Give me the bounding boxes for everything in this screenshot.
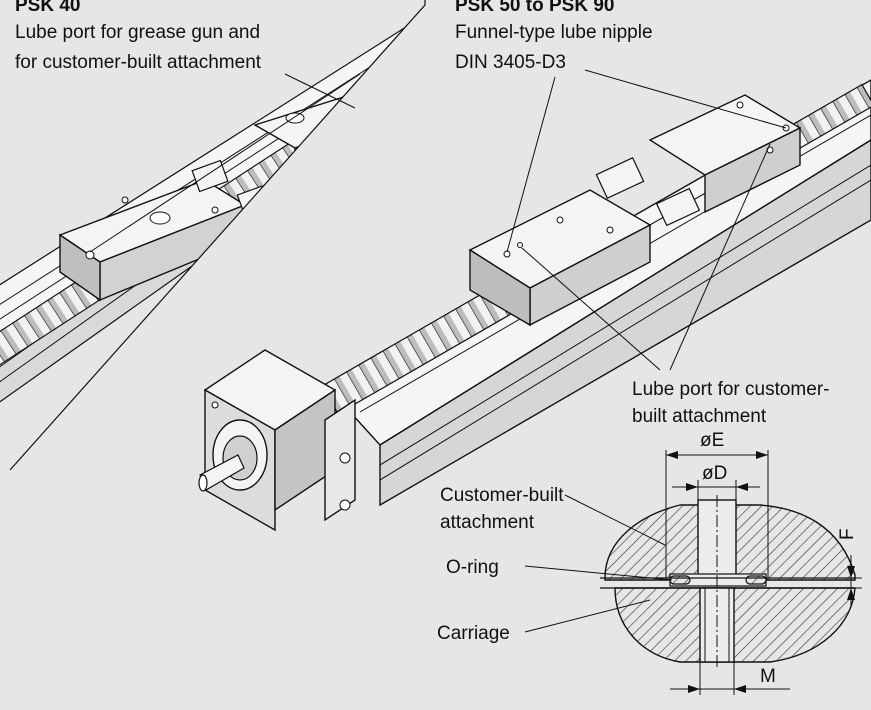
carriage-label: Carriage (437, 623, 510, 644)
leader-nipple-front (506, 76, 556, 253)
psk50-carriage-front (468, 189, 652, 327)
carriage-section (614, 587, 856, 663)
psk5090-caption-line2: DIN 3405-D3 (455, 52, 566, 73)
oring-left (669, 575, 691, 585)
lube-port-caption-line1: Lube port for customer- (632, 379, 830, 400)
leader-nipple-rear (584, 69, 787, 129)
leader-lube-port-rear (669, 143, 771, 371)
leader-psk40-front-port (89, 73, 361, 253)
motor-mount-block (203, 349, 356, 532)
leader-customer-attachment (564, 494, 666, 546)
psk5090-caption-line1: Funnel-type lube nipple (455, 22, 653, 43)
customer-attachment-label-line1: Customer-built (440, 485, 564, 506)
psk40-heading: PSK 40 (15, 0, 81, 16)
dimension-f-label: F (837, 528, 858, 540)
leader-psk40-rear-port (284, 73, 356, 109)
psk50-carriage-rear (648, 94, 802, 214)
leader-oring (524, 565, 673, 581)
lube-port-section (600, 450, 862, 695)
leader-lines (89, 69, 787, 633)
oring-label: O-ring (446, 557, 499, 578)
psk5090-heading: PSK 50 to PSK 90 (455, 0, 615, 16)
customer-attachment-label-line2: attachment (440, 512, 534, 533)
psk50-profile-side (379, 139, 871, 507)
oring-right (745, 575, 767, 585)
leader-carriage (524, 599, 651, 633)
drive-shaft (198, 454, 245, 492)
leader-lube-port-front (521, 247, 661, 371)
psk50-90-view (198, 79, 871, 532)
dimension-m-label: M (760, 666, 776, 687)
lube-port-caption-line2: built attachment (632, 406, 767, 427)
dimension-e-label: øE (700, 430, 725, 451)
psk40-caption-line2: for customer-built attachment (15, 52, 262, 73)
psk40-caption-line1: Lube port for grease gun and (15, 22, 261, 43)
dimension-d-label: øD (702, 463, 728, 484)
